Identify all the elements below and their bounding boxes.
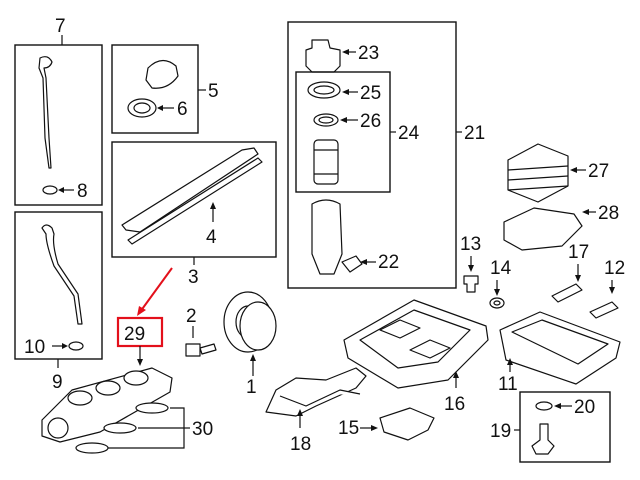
group-21-filter-housing: 21 23 24 25 26 22: [287, 21, 485, 289]
oring-8-part[interactable]: [42, 185, 58, 195]
box-7: [14, 44, 103, 206]
intake-manifold-part[interactable]: [41, 367, 173, 443]
gasket-28-part[interactable]: [503, 207, 583, 251]
baffle-part[interactable]: [121, 147, 259, 233]
oil-cooler-27-part[interactable]: [507, 143, 569, 203]
gasket-30b-part[interactable]: [103, 422, 137, 434]
callout-26[interactable]: 26: [360, 111, 381, 132]
callout-22[interactable]: 22: [378, 252, 399, 273]
group-11-lower-pan: 11: [498, 311, 621, 395]
callout-9[interactable]: 9: [52, 372, 63, 393]
group-27-28-cooler: 27 28: [503, 143, 619, 251]
manifold-flange-part[interactable]: [47, 417, 69, 439]
callout-16[interactable]: 16: [444, 394, 465, 415]
group-15-plate: 15: [338, 407, 435, 441]
gasket-30a-part[interactable]: [135, 402, 169, 414]
bracket-18-part[interactable]: [265, 367, 367, 417]
oring-20-part[interactable]: [535, 401, 553, 411]
callout-12[interactable]: 12: [604, 258, 625, 279]
callout-20[interactable]: 20: [574, 397, 595, 418]
group-16-upper-pan: 16: [343, 299, 489, 415]
callout-30[interactable]: 30: [192, 419, 213, 440]
oring-10-part[interactable]: [68, 341, 84, 351]
callout-2[interactable]: 2: [186, 306, 197, 327]
gasket-30c-part[interactable]: [75, 442, 109, 454]
callout-21[interactable]: 21: [464, 123, 485, 144]
callout-27[interactable]: 27: [588, 161, 609, 182]
box-21: [287, 21, 457, 289]
callout-15[interactable]: 15: [338, 418, 359, 439]
bolt-2-part[interactable]: [185, 343, 217, 357]
group-5-filler-cap: 5 6: [111, 44, 219, 134]
group-18-bracket: 18: [265, 367, 367, 455]
callout-19[interactable]: 19: [490, 421, 511, 442]
filter-housing-22-part[interactable]: [311, 199, 343, 275]
highlight-leader: [139, 267, 173, 313]
callout-10[interactable]: 10: [24, 337, 45, 358]
callout-4[interactable]: 4: [206, 227, 217, 248]
sealant-17-part[interactable]: [551, 283, 583, 303]
sealant-12-part[interactable]: [589, 301, 619, 319]
callout-14[interactable]: 14: [490, 258, 512, 279]
filter-element-part[interactable]: [313, 139, 339, 185]
callout-3[interactable]: 3: [188, 267, 199, 288]
callout-11[interactable]: 11: [498, 374, 518, 395]
group-9-guide-tube: 10 9: [14, 211, 103, 393]
dipstick-part[interactable]: [38, 56, 53, 169]
guide-tube-part[interactable]: [41, 224, 83, 325]
callout-8[interactable]: 8: [77, 181, 88, 202]
group-1-2-damper: 2 1: [185, 291, 277, 398]
group-19-20-sensor: 19 20: [490, 391, 611, 463]
callout-5[interactable]: 5: [208, 81, 219, 102]
sensor-19-part[interactable]: [531, 423, 555, 455]
callout-25[interactable]: 25: [360, 83, 381, 104]
filler-cap-part[interactable]: [145, 59, 179, 89]
group-12-17-sealant: 17 12: [551, 242, 625, 319]
callout-28[interactable]: 28: [598, 203, 619, 224]
box-19: [519, 391, 611, 463]
callout-6[interactable]: 6: [177, 99, 188, 120]
box-5: [111, 44, 199, 134]
callout-17[interactable]: 17: [568, 242, 589, 263]
plate-15-part[interactable]: [379, 407, 435, 441]
callout-29[interactable]: 29: [124, 324, 145, 345]
group-13-14-drain: 13 14: [460, 234, 512, 309]
group-3-baffle: 4 3: [111, 141, 277, 288]
callout-18[interactable]: 18: [290, 434, 311, 455]
group-29-intake: 29 30: [41, 267, 213, 454]
callout-13[interactable]: 13: [460, 234, 481, 255]
callout-23[interactable]: 23: [358, 43, 379, 64]
drain-plug-13-part[interactable]: [463, 275, 479, 293]
filter-cap-23-part[interactable]: [305, 39, 341, 73]
callout-7[interactable]: 7: [55, 16, 66, 37]
callout-1[interactable]: 1: [246, 377, 257, 398]
baffle-gasket-part[interactable]: [127, 157, 263, 245]
callout-24[interactable]: 24: [398, 123, 420, 144]
group-7-dipstick: 7 8: [14, 16, 103, 206]
